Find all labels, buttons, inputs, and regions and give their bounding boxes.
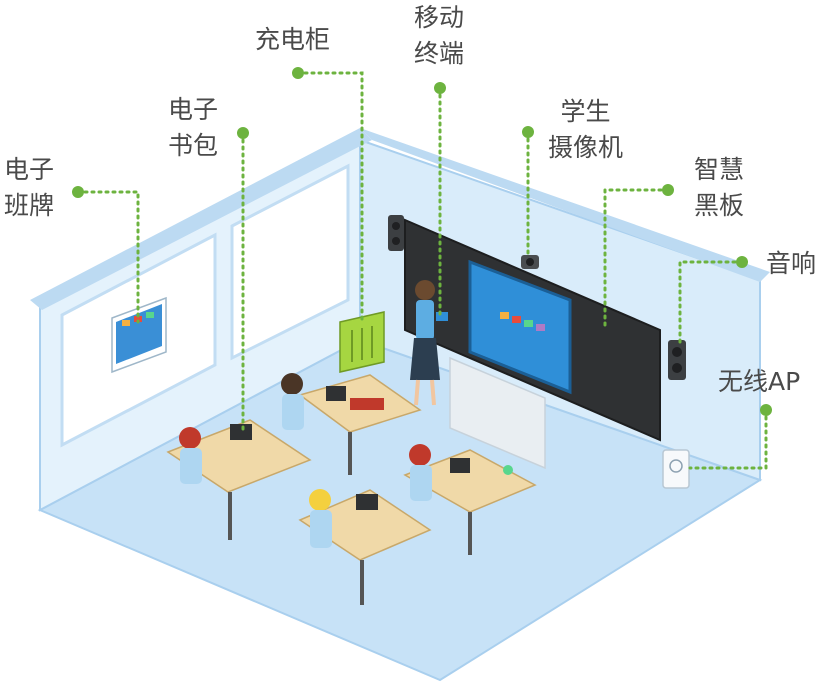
tablet-3 — [356, 494, 378, 510]
label-student-camera-line-2: 摄像机 — [548, 133, 624, 162]
label-schoolbag-line-2: 书包 — [168, 131, 219, 160]
leader-dots — [72, 67, 772, 416]
speaker-right — [668, 340, 686, 380]
label-charging-cabinet: 充电柜 — [255, 22, 330, 58]
label-student-camera: 学生 摄像机 — [548, 94, 623, 166]
label-speaker: 音响 — [766, 246, 816, 282]
label-mobile-terminal-line-2: 终端 — [414, 39, 465, 68]
label-smart-board: 智慧 黑板 — [694, 152, 744, 224]
desk-3 — [298, 489, 432, 561]
students — [179, 373, 432, 548]
wireless-ap-device — [662, 449, 690, 489]
label-smart-board-line-2: 黑板 — [694, 191, 745, 220]
label-class-sign-line-2: 班牌 — [4, 191, 55, 220]
charging-cabinet — [339, 311, 385, 373]
tablet-1 — [230, 424, 252, 440]
teacher — [410, 280, 448, 406]
label-student-camera-line-1: 学生 — [560, 97, 611, 126]
tablet-4 — [450, 458, 470, 473]
smart-blackboard — [404, 218, 661, 470]
leader-smart-board — [603, 188, 670, 332]
label-mobile-terminal: 移动 终端 — [414, 0, 464, 72]
left-wall-top-edge — [30, 128, 372, 310]
desk-1 — [166, 419, 312, 493]
desks — [166, 374, 537, 605]
leader-speaker — [678, 260, 744, 347]
leader-class-sign — [76, 190, 140, 324]
speaker-left — [388, 215, 404, 251]
blackboard-screen — [468, 259, 572, 395]
window-right — [230, 163, 350, 361]
label-class-sign: 电子 班牌 — [4, 152, 54, 224]
leader-wireless-ap — [688, 408, 768, 470]
leader-lines — [76, 71, 768, 470]
tablet-2 — [326, 386, 346, 401]
leader-charging-cabinet — [296, 71, 364, 322]
label-mobile-terminal-line-1: 移动 — [414, 3, 465, 32]
label-smart-board-line-1: 智慧 — [694, 155, 745, 184]
student-camera — [521, 255, 539, 269]
back-wall-top-edge — [360, 128, 770, 282]
label-schoolbag: 电子 书包 — [168, 92, 218, 164]
label-schoolbag-line-1: 电子 — [168, 95, 219, 124]
label-charging-cabinet-line-1: 充电柜 — [255, 25, 331, 54]
label-speaker-line-1: 音响 — [766, 249, 817, 278]
label-wireless-ap-line-1: 无线AP — [718, 367, 801, 396]
desk-4 — [403, 449, 537, 513]
electronic-class-sign — [111, 296, 167, 374]
label-wireless-ap: 无线AP — [718, 364, 800, 400]
label-class-sign-line-1: 电子 — [4, 155, 55, 184]
